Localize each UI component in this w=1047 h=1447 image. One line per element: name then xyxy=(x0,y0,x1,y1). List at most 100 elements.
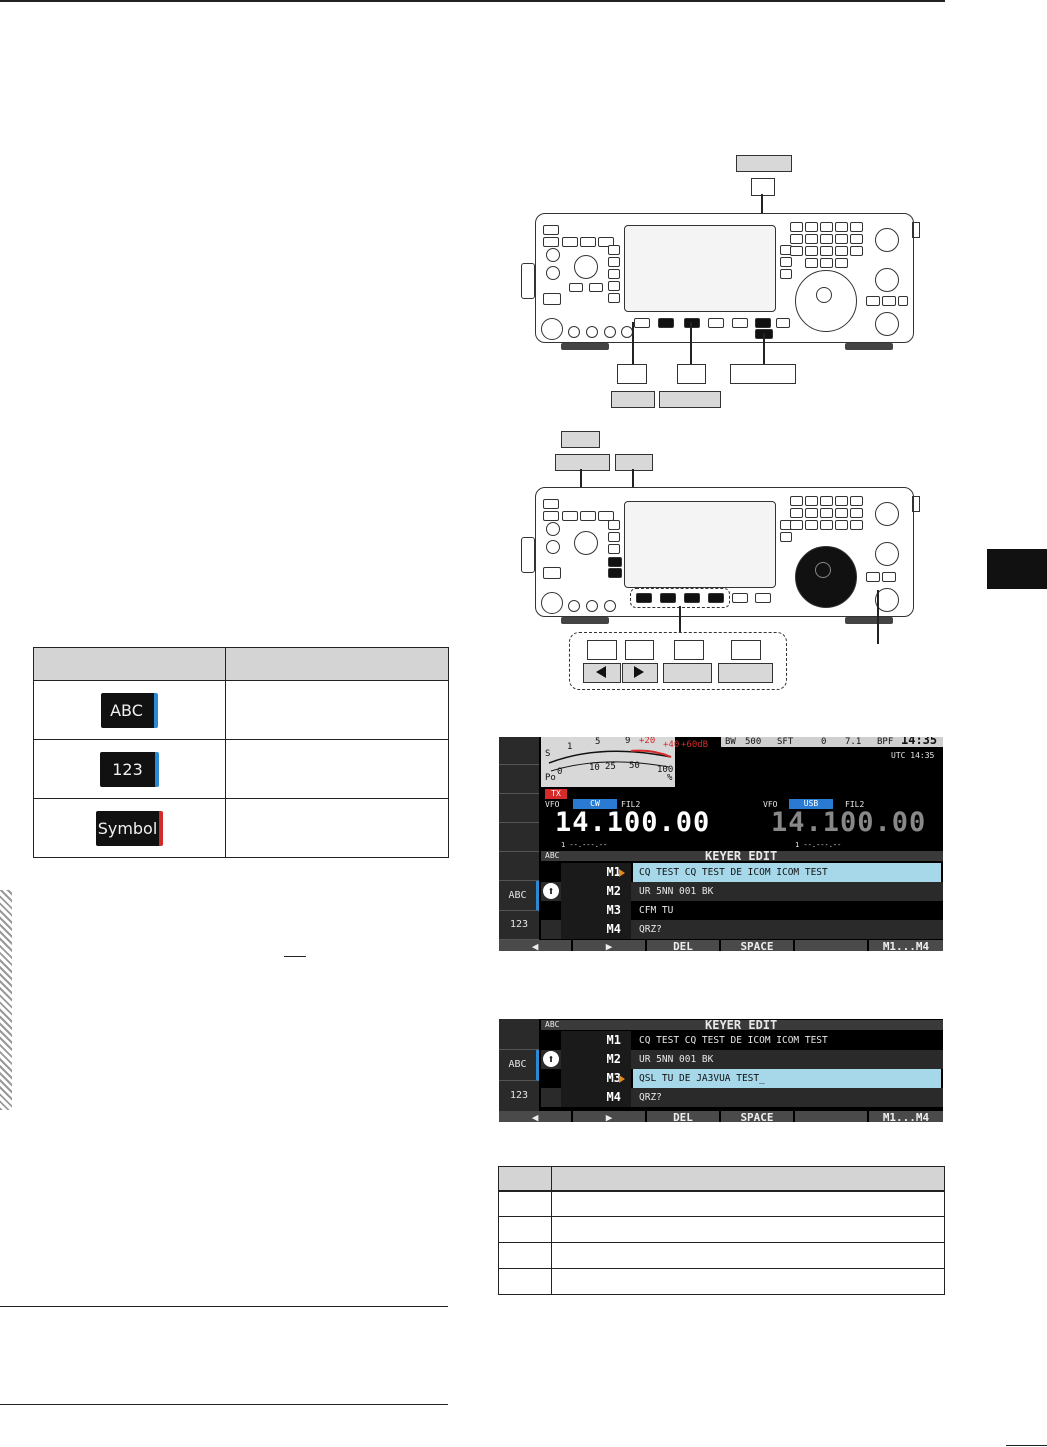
function-button-highlighted xyxy=(658,318,674,328)
keypad-button xyxy=(805,258,818,268)
left-key[interactable]: ◀ xyxy=(499,940,571,951)
keyer-memory-row[interactable]: M1 CQ TEST CQ TEST DE ICOM ICOM TEST xyxy=(541,863,943,882)
memory-text[interactable]: QRZ? xyxy=(639,924,662,935)
editor-title: KEYER EDIT xyxy=(705,849,778,863)
panel-button xyxy=(608,257,620,267)
knob xyxy=(875,228,899,252)
memory-text[interactable]: QSL TU DE JA3VUA TEST_ xyxy=(633,1069,941,1088)
abc-side-key[interactable]: ABC xyxy=(499,881,539,911)
keypad-button xyxy=(835,258,848,268)
po-tick: % xyxy=(667,773,673,783)
keypad-button xyxy=(835,508,848,518)
editor-mode: ABC xyxy=(545,851,560,860)
right-key[interactable]: ▶ xyxy=(573,1111,645,1122)
main-mode-badge: CW xyxy=(573,799,617,809)
memory-text[interactable]: QRZ? xyxy=(639,1092,662,1103)
knob xyxy=(875,268,899,292)
right-key[interactable]: ▶ xyxy=(573,940,645,951)
panel-button xyxy=(780,532,792,542)
keyer-memory-row[interactable]: ⬆ M2 UR 5NN 001 BK xyxy=(541,882,943,901)
panel-button xyxy=(598,511,614,521)
keypad-button xyxy=(835,234,848,244)
panel-foot xyxy=(845,343,893,350)
callout-line xyxy=(877,590,879,644)
keypad-button xyxy=(835,222,848,232)
table-header xyxy=(225,647,449,681)
keyer-memory-row[interactable]: M3 QSL TU DE JA3VUA TEST_ xyxy=(541,1069,943,1088)
123-side-key[interactable]: 123 xyxy=(499,911,539,940)
keypad-button xyxy=(898,296,908,306)
knob xyxy=(541,318,563,340)
side-key[interactable] xyxy=(499,765,539,794)
clock: 14:35 xyxy=(901,737,938,747)
memory-range-key[interactable]: M1...M4 xyxy=(869,940,943,951)
memory-text[interactable]: UR 5NN 001 BK xyxy=(639,886,714,897)
space-key[interactable]: SPACE xyxy=(721,1111,793,1122)
memory-label: M3 xyxy=(561,1069,631,1088)
page-number-rule xyxy=(1006,1445,1047,1446)
keyboard-type-table: ABC 123 Symbol xyxy=(33,647,449,858)
123-side-key[interactable]: 123 xyxy=(499,1081,539,1112)
side-handle xyxy=(521,263,535,299)
note-hatch-bar xyxy=(0,890,12,1110)
function-button-highlighted xyxy=(684,318,700,328)
abc-side-key[interactable]: ABC xyxy=(499,1050,539,1081)
side-key[interactable] xyxy=(499,1019,539,1050)
po-tick: 100 xyxy=(657,765,674,775)
keypad-button xyxy=(790,520,803,530)
callout-label xyxy=(561,431,600,448)
memory-label: M2 xyxy=(561,1050,631,1069)
right-arrow-icon xyxy=(634,666,644,678)
keyer-memory-row[interactable]: M3 CFM TU xyxy=(541,901,943,920)
function-button-highlighted xyxy=(708,593,724,603)
knob xyxy=(875,502,899,526)
blank-key[interactable] xyxy=(795,940,867,951)
function-button-highlighted xyxy=(755,318,771,328)
knob xyxy=(875,312,899,336)
side-key[interactable] xyxy=(499,737,539,765)
memory-text[interactable]: CFM TU xyxy=(639,905,674,916)
del-key[interactable]: DEL xyxy=(647,940,719,951)
memory-label: M2 xyxy=(561,882,631,901)
keyer-memory-row[interactable]: M4 QRZ? xyxy=(541,920,943,939)
keypad-button xyxy=(866,296,880,306)
side-key[interactable] xyxy=(499,794,539,823)
left-key[interactable]: ◀ xyxy=(499,1111,571,1122)
keypad-button xyxy=(790,222,803,232)
keyer-memory-row[interactable]: M4 QRZ? xyxy=(541,1088,943,1107)
panel-foot xyxy=(561,343,609,350)
space-key[interactable]: SPACE xyxy=(721,940,793,951)
knob xyxy=(546,248,560,262)
memory-text[interactable]: UR 5NN 001 BK xyxy=(639,1054,714,1065)
function-button xyxy=(755,593,771,603)
function-button xyxy=(732,593,748,603)
bpf-label: BPF xyxy=(877,737,894,747)
memory-range-key[interactable]: M1...M4 xyxy=(869,1111,943,1122)
keyer-memory-row[interactable]: ⬆ M2 UR 5NN 001 BK xyxy=(541,1050,943,1069)
status-bar: BW 500 SFT 0 7.1 BPF 14:35 xyxy=(721,737,943,747)
blank-key[interactable] xyxy=(795,1111,867,1122)
del-key[interactable]: DEL xyxy=(647,1111,719,1122)
keypad-button xyxy=(835,246,848,256)
side-key[interactable] xyxy=(499,823,539,852)
function-button xyxy=(776,318,790,328)
keyer-memory-row[interactable]: M1 CQ TEST CQ TEST DE ICOM ICOM TEST xyxy=(541,1031,943,1050)
extra-label: +60dB xyxy=(681,740,709,750)
keypad-button xyxy=(820,258,833,268)
panel-button xyxy=(580,511,596,521)
side-key[interactable] xyxy=(499,852,539,881)
main-vfo-label: VFO xyxy=(545,800,560,809)
function-button-highlighted xyxy=(636,593,652,603)
sft-value: 0 xyxy=(821,737,827,747)
s-tick: 9 xyxy=(625,737,631,746)
main-filter-label: FIL2 xyxy=(621,800,641,809)
po-tick: 50 xyxy=(629,761,640,771)
panel-button xyxy=(608,245,620,255)
memory-text[interactable]: CQ TEST CQ TEST DE ICOM ICOM TEST xyxy=(633,863,941,882)
memory-text[interactable]: CQ TEST CQ TEST DE ICOM ICOM TEST xyxy=(639,1035,828,1046)
keypad-button xyxy=(805,222,818,232)
main-frequency: 14.100.00 xyxy=(555,807,711,838)
callout-label xyxy=(555,454,610,471)
key-description xyxy=(225,798,449,858)
keypad-button xyxy=(850,222,863,232)
